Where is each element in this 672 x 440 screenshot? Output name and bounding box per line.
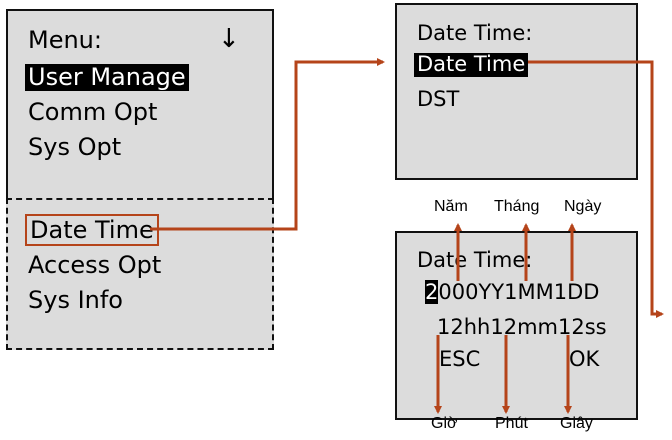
label-year: Năm [434,198,468,215]
time-field[interactable]: 12hh12mm12ss [437,315,607,339]
editor-title: Date Time: [417,248,533,272]
arrow-to-date-time-menu [150,58,385,231]
menu-item-date-time[interactable]: Date Time [25,214,159,246]
menu-item-user-manage[interactable]: User Manage [25,64,189,91]
date-field[interactable]: 2000YY1MM1DD [425,280,600,304]
date-time-menu-title: Date Time: [417,21,533,45]
label-hour: Giờ [431,415,458,432]
menu-item-comm-opt[interactable]: Comm Opt [28,98,158,126]
main-menu-screen: Menu: ↓ User Manage Comm Opt Sys Opt [6,9,274,202]
label-second: Giây [560,415,593,432]
arrow-to-date-time-editor [528,60,664,318]
submenu-item-dst[interactable]: DST [417,87,460,111]
scroll-down-icon: ↓ [218,24,240,54]
ok-button[interactable]: OK [569,347,600,371]
menu-title: Menu: [28,26,102,54]
menu-item-sys-opt[interactable]: Sys Opt [28,133,122,161]
date-time-menu-screen: Date Time: Date Time DST [395,3,638,180]
date-time-editor-screen: Date Time: 2000YY1MM1DD 12hh12mm12ss ESC… [395,231,638,420]
menu-item-access-opt[interactable]: Access Opt [28,251,162,279]
date-value: 000YY1MM1DD [438,280,600,304]
submenu-item-date-time[interactable]: Date Time [414,53,529,77]
date-cursor: 2 [425,280,439,304]
label-month: Tháng [494,198,540,215]
label-minute: Phút [495,415,528,432]
menu-item-sys-info[interactable]: Sys Info [28,286,123,314]
esc-button[interactable]: ESC [439,347,481,371]
label-day: Ngày [564,198,602,215]
menu-continued-screen: Date Time Access Opt Sys Info [6,198,274,350]
